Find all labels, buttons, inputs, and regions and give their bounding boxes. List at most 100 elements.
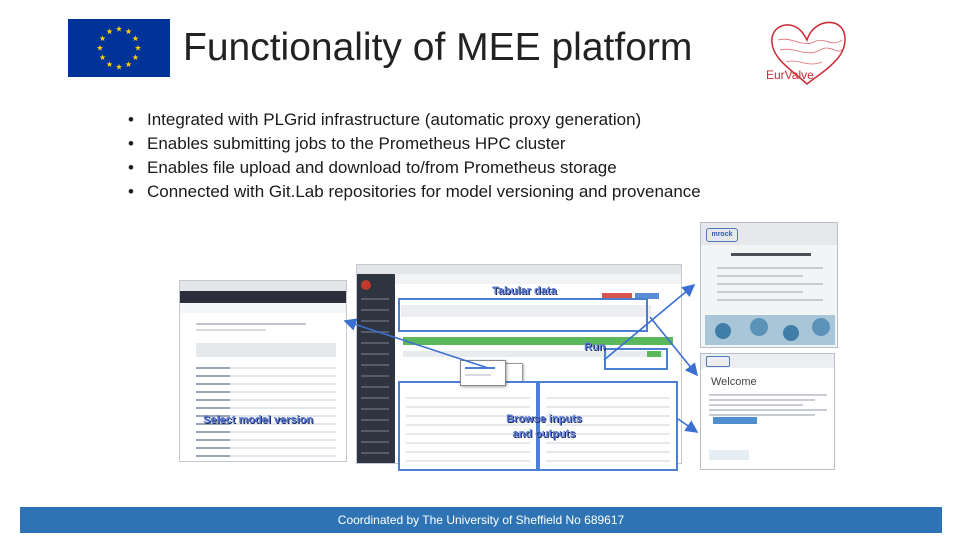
- placeholder-line: [406, 451, 530, 453]
- callout-select-model-version: Select model version: [203, 414, 314, 426]
- placeholder-line: [546, 406, 670, 408]
- eurvalve-logo: EurValve: [762, 18, 852, 88]
- placeholder-line: [546, 433, 670, 435]
- heart-icon: EurValve: [766, 21, 846, 86]
- placeholder-line: [709, 404, 803, 406]
- placeholder-line: [361, 342, 389, 344]
- placeholder-line: [406, 415, 530, 417]
- slide-title: Functionality of MEE platform: [183, 26, 693, 69]
- eu-star-icon: [115, 63, 123, 70]
- placeholder-line: [361, 320, 389, 322]
- placeholder-line: [196, 383, 336, 385]
- placeholder-line: [709, 394, 827, 396]
- placeholder-line: [361, 430, 389, 432]
- welcome-heading: Welcome: [711, 376, 757, 388]
- arrow-outputs: [677, 418, 699, 433]
- feature-list: •Integrated with PLGrid infrastructure (…: [128, 108, 701, 204]
- placeholder-line: [406, 442, 530, 444]
- placeholder-line: [361, 441, 389, 443]
- eu-star-icon: [96, 44, 104, 51]
- placeholder-line: [196, 455, 336, 457]
- list-item: •Connected with Git.Lab repositories for…: [128, 182, 701, 201]
- placeholder-line: [546, 397, 670, 399]
- cyfronet-portal-screenshot: mrock: [700, 222, 838, 348]
- placeholder-line: [361, 364, 389, 366]
- placeholder-line: [546, 415, 670, 417]
- welcome-button: [713, 417, 757, 424]
- list-item: •Enables file upload and download to/fro…: [128, 158, 617, 177]
- eu-star-icon: [125, 28, 132, 35]
- placeholder-line: [717, 283, 823, 285]
- placeholder-line: [196, 439, 230, 441]
- placeholder-line: [361, 309, 389, 311]
- placeholder-line: [196, 423, 230, 425]
- eu-star-icon: [132, 35, 139, 42]
- outputs-panel-highlight: [538, 381, 678, 471]
- callout-browse: Browse inputs and outputs: [506, 413, 582, 440]
- list-item: •Integrated with PLGrid infrastructure (…: [128, 110, 642, 129]
- placeholder-line: [406, 406, 530, 408]
- eu-flag-logo: [68, 19, 170, 77]
- placeholder-line: [361, 452, 389, 454]
- gear-illustration-icon: [715, 318, 830, 341]
- placeholder-line: [361, 331, 389, 333]
- eu-star-icon: [134, 44, 142, 51]
- eu-star-icon: [99, 54, 106, 61]
- placeholder-line: [196, 375, 336, 377]
- eu-star-icon: [106, 61, 113, 68]
- version-dropdown: [460, 360, 506, 386]
- placeholder-line: [709, 409, 827, 411]
- placeholder-line: [361, 397, 389, 399]
- eu-star-icon: [99, 35, 106, 42]
- placeholder-line: [196, 415, 230, 417]
- placeholder-line: [361, 386, 389, 388]
- placeholder-line: [196, 447, 336, 449]
- arrow-select-version: [343, 318, 489, 369]
- placeholder-line: [196, 375, 230, 377]
- placeholder-line: [196, 407, 230, 409]
- placeholder-line: [196, 383, 230, 385]
- inputs-panel-highlight: [398, 381, 538, 471]
- placeholder-line: [196, 407, 336, 409]
- tabular-data-highlight: [398, 298, 648, 332]
- placeholder-line: [361, 298, 389, 300]
- placeholder-line: [546, 442, 670, 444]
- eu-star-icon: [125, 61, 132, 68]
- eu-stars-icon: [96, 25, 142, 70]
- placeholder-line: [196, 423, 336, 425]
- placeholder-line: [406, 460, 530, 462]
- gitlab-repository-screenshot: [179, 280, 347, 462]
- placeholder-line: [196, 399, 336, 401]
- footer-text: Coordinated by The University of Sheffie…: [337, 513, 625, 527]
- placeholder-line: [709, 399, 815, 401]
- placeholder-line: [406, 397, 530, 399]
- placeholder-line: [361, 353, 389, 355]
- placeholder-line: [717, 291, 803, 293]
- placeholder-line: [196, 447, 230, 449]
- placeholder-line: [406, 424, 530, 426]
- placeholder-line: [361, 419, 389, 421]
- sidebar: [357, 274, 395, 463]
- eu-star-icon: [132, 54, 139, 61]
- placeholder-line: [196, 431, 336, 433]
- eu-star-icon: [106, 28, 113, 35]
- eu-star-icon: [115, 25, 123, 32]
- placeholder-line: [717, 275, 803, 277]
- placeholder-line: [196, 431, 230, 433]
- callout-tabular-data: Tabular data: [492, 285, 557, 297]
- placeholder-line: [709, 414, 815, 416]
- placeholder-line: [196, 415, 336, 417]
- placeholder-line: [361, 408, 389, 410]
- list-item: •Enables submitting jobs to the Promethe…: [128, 134, 566, 153]
- placeholder-line: [717, 299, 823, 301]
- placeholder-line: [196, 367, 336, 369]
- logo-wordmark: EurValve: [766, 68, 814, 82]
- welcome-portal-screenshot: Welcome: [700, 353, 835, 470]
- placeholder-line: [406, 433, 530, 435]
- placeholder-line: [196, 439, 336, 441]
- arrow-to-cyfronet: [603, 283, 696, 361]
- placeholder-line: [546, 424, 670, 426]
- placeholder-line: [717, 267, 823, 269]
- placeholder-line: [196, 367, 230, 369]
